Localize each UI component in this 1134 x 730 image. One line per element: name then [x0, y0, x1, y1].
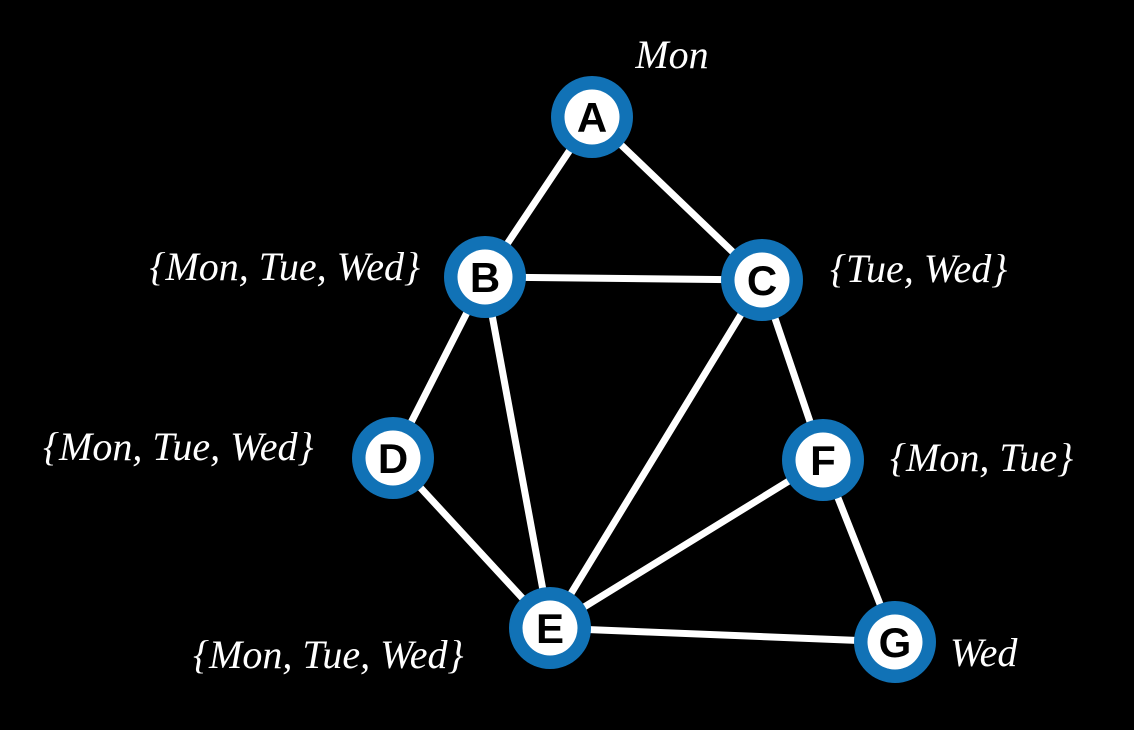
domain-label-E: {Mon, Tue, Wed}	[193, 632, 464, 677]
node-fill-E	[522, 600, 578, 656]
node-fill-G	[867, 614, 923, 670]
node-fill-B	[457, 249, 513, 305]
node-letter-C: C	[747, 257, 777, 304]
node-letter-G: G	[879, 619, 912, 666]
edge-B-C	[481, 273, 766, 284]
node-letter-F: F	[810, 437, 836, 484]
node-fill-C	[734, 252, 790, 308]
edge-B-E	[481, 273, 554, 632]
node-letter-E: E	[536, 605, 564, 652]
domain-label-C: {Tue, Wed}	[830, 246, 1007, 291]
domain-label-G: Wed	[950, 630, 1018, 675]
node-fill-A	[564, 89, 620, 145]
edge-E-F	[546, 456, 827, 632]
node-letter-D: D	[378, 435, 408, 482]
domain-label-B: {Mon, Tue, Wed}	[149, 244, 420, 289]
edge-E-G	[546, 624, 899, 646]
node-letter-B: B	[470, 254, 500, 301]
domain-label-D: {Mon, Tue, Wed}	[43, 424, 314, 469]
node-fill-F	[795, 432, 851, 488]
domain-label-A: Mon	[634, 32, 708, 77]
node-fill-D	[365, 430, 421, 486]
edge-C-E	[546, 276, 766, 632]
domain-label-F: {Mon, Tue}	[890, 435, 1073, 480]
node-letter-A: A	[577, 94, 607, 141]
